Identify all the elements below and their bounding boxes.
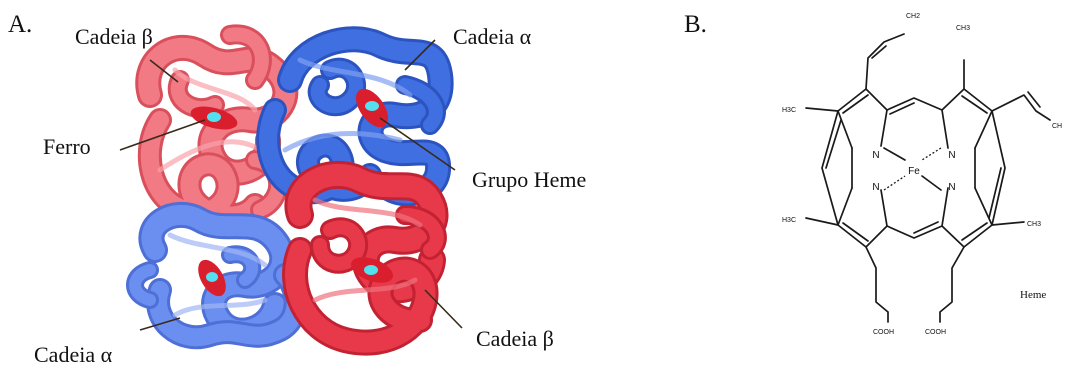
label-cooh-left: COOH [873,329,894,336]
pyrrole-ring-bottom-left [838,188,887,247]
label-grupo-heme: Grupo Heme [472,167,586,192]
pyrrole-ring-bottom-right [942,188,992,247]
label-ferro: Ferro [43,134,91,159]
atom-n-bottom-left: N [872,182,879,193]
panel-a-letter: A. [8,11,32,38]
label-ch2: CH2 [906,13,920,20]
iron-atom-icon [206,272,218,282]
pyrrole-ring-top-left [838,89,887,148]
atom-fe: Fe [908,166,920,177]
iron-atom-icon [207,112,221,122]
label-cadeia-beta-top: Cadeia β [75,24,153,49]
atom-n-top-left: N [872,150,879,161]
atom-n-top-right: N [948,150,955,161]
label-cadeia-alpha-top: Cadeia α [453,24,532,49]
iron-atom-icon [365,101,379,111]
label-h3c-bottom-left: H3C [782,217,796,224]
label-h3c-left: H3C [782,107,796,114]
atom-n-bottom-right: N [948,182,955,193]
iron-atom-icon [364,265,378,275]
label-ch3-right: CH3 [1027,221,1041,228]
label-cadeia-beta-bottom: Cadeia β [476,326,554,351]
panel-b-letter: B. [684,11,707,38]
label-cooh-right: COOH [925,329,946,336]
label-cadeia-alpha-bottom: Cadeia α [34,342,113,367]
label-ch3-top: CH3 [956,25,970,32]
heme-structural-formula: Fe N N N N CH2 CH3 H3C CH H3C CH3 COOH C… [782,13,1062,336]
pyrrole-ring-top-right [942,89,992,148]
label-ch-right: CH [1052,123,1062,130]
substituent-bonds [806,34,1050,322]
hemoglobin-illustration [135,34,441,342]
heme-caption: Heme [1020,289,1046,301]
